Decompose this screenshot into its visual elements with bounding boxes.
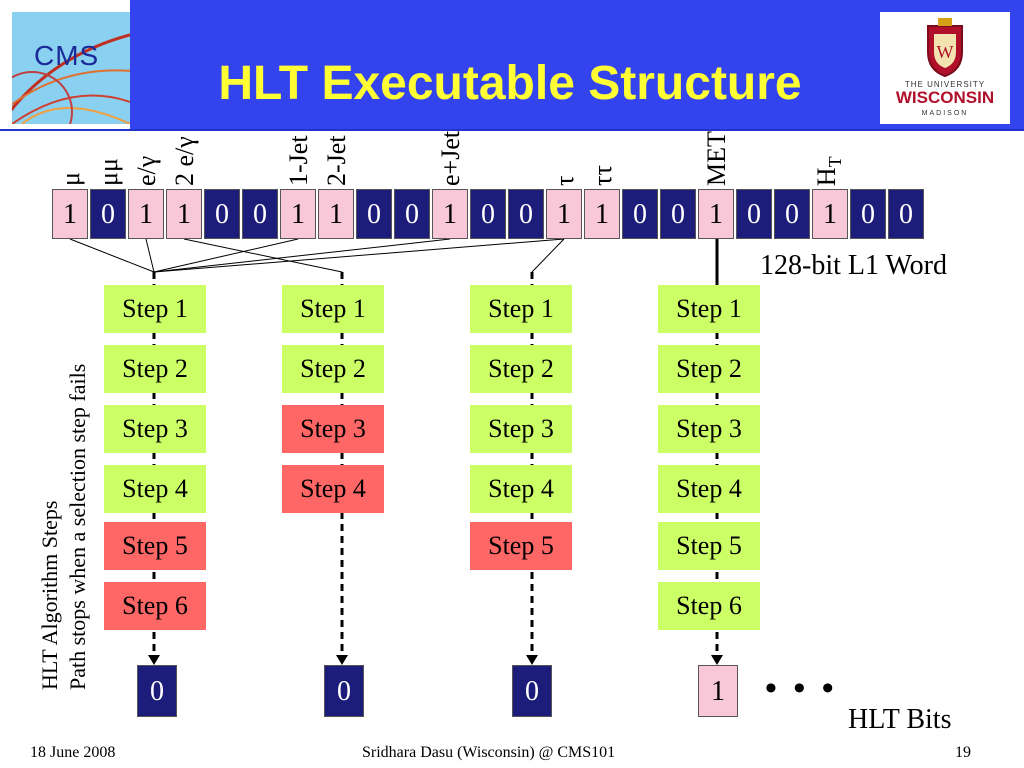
step-box: Step 2 xyxy=(470,345,572,393)
step-box: Step 3 xyxy=(470,405,572,453)
l1-bit: 0 xyxy=(622,189,658,239)
header-band xyxy=(130,0,1024,129)
step-box: Step 1 xyxy=(282,285,384,333)
l1-bit: 1 xyxy=(584,189,620,239)
step-box: Step 5 xyxy=(658,522,760,570)
cms-logo: CMS xyxy=(12,12,130,124)
hlt-bits-label: HLT Bits xyxy=(848,704,952,735)
side-caption-line-1: HLT Algorithm Steps xyxy=(37,500,62,690)
l1-word-label: 128-bit L1 Word xyxy=(760,250,947,281)
l1-bit: 0 xyxy=(774,189,810,239)
l1-bit: 0 xyxy=(470,189,506,239)
step-box: Step 2 xyxy=(658,345,760,393)
step-box: Step 4 xyxy=(470,465,572,513)
slide-header: CMS HLT Executable Structure W THE UNIVE… xyxy=(0,0,1024,131)
header-rule xyxy=(0,129,1024,131)
l1-bit: 1 xyxy=(698,189,734,239)
step-box-failed: Step 4 xyxy=(282,465,384,513)
step-box: Step 2 xyxy=(104,345,206,393)
side-caption-line-2: Path stops when a selection step fails xyxy=(65,363,90,690)
footer-date: 18 June 2008 xyxy=(30,744,116,761)
svg-text:W: W xyxy=(937,42,954,62)
step-box-failed: Step 3 xyxy=(282,405,384,453)
step-box: Step 4 xyxy=(658,465,760,513)
l1-bit: 1 xyxy=(166,189,202,239)
side-caption: HLT Algorithm Steps Path stops when a se… xyxy=(36,250,92,690)
l1-bit: 1 xyxy=(812,189,848,239)
l1-bit: 0 xyxy=(394,189,430,239)
l1-bit: 0 xyxy=(850,189,886,239)
university-campus: MADISON xyxy=(921,110,969,117)
cms-logo-text: CMS xyxy=(34,40,100,71)
ellipsis: • • • xyxy=(765,670,838,707)
step-box: Step 1 xyxy=(104,285,206,333)
l1-bit: 1 xyxy=(52,189,88,239)
step-box: Step 6 xyxy=(658,582,760,630)
step-box: Step 1 xyxy=(658,285,760,333)
footer-page-number: 19 xyxy=(955,744,971,761)
l1-bit: 0 xyxy=(90,189,126,239)
step-box: Step 3 xyxy=(104,405,206,453)
l1-bit: 0 xyxy=(242,189,278,239)
hlt-bit-output: 0 xyxy=(512,665,552,717)
hlt-bit-output: 1 xyxy=(698,665,738,717)
l1-bit: 0 xyxy=(204,189,240,239)
footer-author: Sridhara Dasu (Wisconsin) @ CMS101 xyxy=(362,744,616,761)
l1-bit: 1 xyxy=(128,189,164,239)
l1-bit: 1 xyxy=(432,189,468,239)
l1-bit: 0 xyxy=(888,189,924,239)
university-prefix: THE UNIVERSITY xyxy=(904,80,986,89)
hlt-bit-output: 0 xyxy=(137,665,177,717)
step-box-failed: Step 6 xyxy=(104,582,206,630)
l1-bit: 0 xyxy=(356,189,392,239)
l1-bit: 1 xyxy=(546,189,582,239)
l1-bit: 0 xyxy=(736,189,772,239)
step-box: Step 4 xyxy=(104,465,206,513)
l1-bit: 0 xyxy=(660,189,696,239)
step-box: Step 1 xyxy=(470,285,572,333)
wisconsin-logo: W THE UNIVERSITY WISCONSIN MADISON xyxy=(880,12,1010,124)
slide-title: HLT Executable Structure xyxy=(218,57,802,110)
university-name: WISCONSIN xyxy=(895,88,995,107)
step-box: Step 2 xyxy=(282,345,384,393)
l1-bit: 1 xyxy=(280,189,316,239)
hlt-bit-output: 0 xyxy=(324,665,364,717)
crest-icon: W xyxy=(927,18,963,78)
l1-bit: 0 xyxy=(508,189,544,239)
step-box-failed: Step 5 xyxy=(104,522,206,570)
step-box: Step 3 xyxy=(658,405,760,453)
step-box-failed: Step 5 xyxy=(470,522,572,570)
l1-bit: 1 xyxy=(318,189,354,239)
